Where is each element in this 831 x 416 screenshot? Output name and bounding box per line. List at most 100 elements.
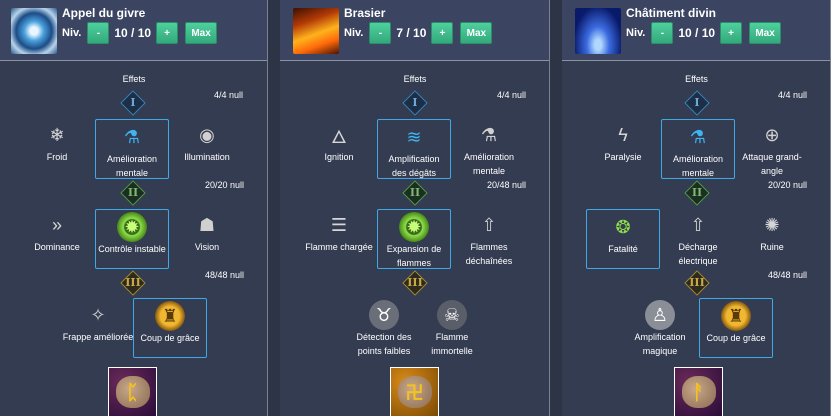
node-attaque-grand-angle[interactable]: ⊕ Attaque grand-angle — [735, 118, 809, 178]
node-dominance[interactable]: » Dominance — [20, 208, 94, 268]
sparkle-hook-icon: ✧ — [90, 304, 106, 325]
effets-label: Effets — [685, 74, 708, 84]
level-value: 7 / 10 — [396, 26, 427, 40]
hood-icon: ☗ — [198, 214, 216, 235]
node-coup-de-grace[interactable]: ♜ Coup de grâce — [699, 298, 773, 358]
flame-icon: 🜂 — [331, 126, 347, 147]
skill-header: Appel du givre Niv. - 10 / 10 + Max — [0, 0, 268, 61]
node-amelioration-mentale[interactable]: ⚗ Amélioration mentale — [95, 119, 169, 179]
skill-panel-chatiment-divin: Châtiment divin Niv. - 10 / 10 + Max Eff… — [562, 0, 831, 416]
skull-icon: ☠ — [437, 300, 467, 330]
frost-call-icon — [11, 8, 57, 54]
rune-slot[interactable]: ᛈ — [108, 367, 157, 416]
burst-icon: ✺ — [764, 214, 780, 235]
green-burst-icon: ✹ — [399, 212, 429, 242]
tier-2-count: 20/20 null — [768, 180, 808, 190]
column-gap — [268, 0, 280, 416]
node-illumination[interactable]: ◉ Illumination — [170, 118, 244, 178]
divine-punishment-icon — [575, 8, 621, 54]
level-label: Niv. — [62, 27, 82, 39]
node-ignition[interactable]: 🜂 Ignition — [302, 118, 376, 178]
tier-1-count: 4/4 null — [214, 90, 244, 100]
potion-icon: ⚗ — [123, 126, 141, 147]
brasier-icon — [293, 8, 339, 54]
level-max-button[interactable]: Max — [460, 22, 493, 44]
node-controle-instable[interactable]: ✹ Contrôle instable — [95, 209, 169, 269]
tier-1-count: 4/4 null — [778, 90, 808, 100]
node-amplification-des-degats[interactable]: ≋ Amplification des dégâts — [377, 119, 451, 179]
tier-1-count: 4/4 null — [497, 90, 527, 100]
level-minus-button[interactable]: - — [651, 22, 674, 44]
tier-2-count: 20/48 null — [487, 180, 527, 190]
effets-label: Effets — [122, 74, 146, 84]
rune-slot[interactable]: ᚨ — [674, 367, 723, 416]
statue-icon: ♙ — [645, 300, 675, 330]
rune-slot[interactable]: 卍 — [390, 367, 439, 416]
column-gap — [550, 0, 562, 416]
tier-1-numeral: I — [412, 96, 418, 109]
node-ruine[interactable]: ✺ Ruine — [735, 208, 809, 268]
node-paralysie[interactable]: ϟ Paralysie — [586, 118, 660, 178]
effets-label: Effets — [403, 74, 427, 84]
node-detection-des-points-faibles[interactable]: ♉ Détection des points faibles — [342, 298, 426, 358]
rocket-icon: ⇧ — [481, 214, 497, 235]
level-row: Niv. - 10 / 10 + Max — [62, 22, 218, 44]
tier-3-count: 48/48 null — [205, 270, 245, 280]
level-plus-button[interactable]: + — [431, 22, 454, 44]
crosshair-icon: ⊕ — [764, 124, 780, 145]
tripod-tree: Effets 4/4 null I 🜂 Ignition ≋ Amplifica… — [280, 62, 550, 416]
rocket-icon: ⇧ — [690, 214, 706, 235]
node-flamme-chargee[interactable]: ☰ Flamme chargée — [298, 208, 380, 268]
tripod-tree: Effets 4/4 null I ϟ Paralysie ⚗ Améliora… — [562, 62, 831, 416]
node-fatalite[interactable]: ❂ Fatalité — [586, 209, 660, 269]
level-minus-button[interactable]: - — [87, 22, 110, 44]
skill-name: Brasier — [344, 6, 386, 20]
tier-1-numeral: I — [694, 96, 700, 109]
level-row: Niv. - 10 / 10 + Max — [626, 22, 782, 44]
tier-2-numeral: II — [127, 186, 139, 199]
level-plus-button[interactable]: + — [720, 22, 743, 44]
node-amelioration-mentale[interactable]: ⚗ Amélioration mentale — [661, 119, 735, 179]
level-plus-button[interactable]: + — [156, 22, 179, 44]
node-coup-de-grace[interactable]: ♜ Coup de grâce — [133, 298, 207, 358]
skill-panel-brasier: Brasier Niv. - 7 / 10 + Max Effets 4/4 n… — [280, 0, 550, 416]
level-max-button[interactable]: Max — [185, 22, 218, 44]
tier-1-numeral: I — [130, 96, 136, 109]
node-flamme-immortelle[interactable]: ☠ Flamme immortelle — [415, 298, 489, 358]
node-frappe-amelioree[interactable]: ✧ Frappe améliorée — [56, 298, 140, 358]
green-swirl-icon: ❂ — [615, 216, 631, 237]
level-label: Niv. — [344, 27, 364, 39]
snowflake-icon: ❄ — [49, 124, 65, 145]
skill-name: Châtiment divin — [626, 6, 717, 20]
node-decharge-electrique[interactable]: ⇧ Décharge électrique — [661, 208, 735, 268]
tier-3-numeral: III — [407, 276, 423, 289]
node-amelioration-mentale[interactable]: ⚗ Amélioration mentale — [452, 118, 526, 178]
bull-skull-icon: ♉ — [369, 300, 399, 330]
green-burst-icon: ✹ — [117, 212, 147, 242]
level-minus-button[interactable]: - — [369, 22, 392, 44]
level-max-button[interactable]: Max — [749, 22, 782, 44]
level-label: Niv. — [626, 27, 646, 39]
tripod-tree: Effets 4/4 null I ❄ Froid ⚗ Amélioration… — [0, 62, 268, 416]
tier-2-count: 20/20 null — [205, 180, 245, 190]
node-amplification-magique[interactable]: ♙ Amplification magique — [623, 298, 697, 358]
golden-crest-icon: ♜ — [155, 301, 185, 331]
potion-icon: ⚗ — [480, 124, 498, 145]
potion-icon: ⚗ — [689, 126, 707, 147]
level-value: 10 / 10 — [678, 26, 716, 40]
rune-icon: ᛈ — [115, 376, 150, 408]
skill-header: Brasier Niv. - 7 / 10 + Max — [280, 0, 550, 61]
skill-name: Appel du givre — [62, 6, 146, 20]
rune-icon: 卍 — [397, 376, 432, 408]
node-flammes-dechainees[interactable]: ⇧ Flammes déchaînées — [452, 208, 526, 268]
tier-2-numeral: II — [691, 186, 703, 199]
golden-crest-icon: ♜ — [721, 301, 751, 331]
level-row: Niv. - 7 / 10 + Max — [344, 22, 493, 44]
skill-header: Châtiment divin Niv. - 10 / 10 + Max — [562, 0, 831, 61]
tier-3-count: 48/48 null — [768, 270, 808, 280]
rune-icon: ᚨ — [681, 376, 716, 408]
level-value: 10 / 10 — [114, 26, 152, 40]
node-expansion-de-flammes[interactable]: ✹ Expansion de flammes — [377, 209, 451, 269]
node-froid[interactable]: ❄ Froid — [20, 118, 94, 178]
node-vision[interactable]: ☗ Vision — [170, 208, 244, 268]
